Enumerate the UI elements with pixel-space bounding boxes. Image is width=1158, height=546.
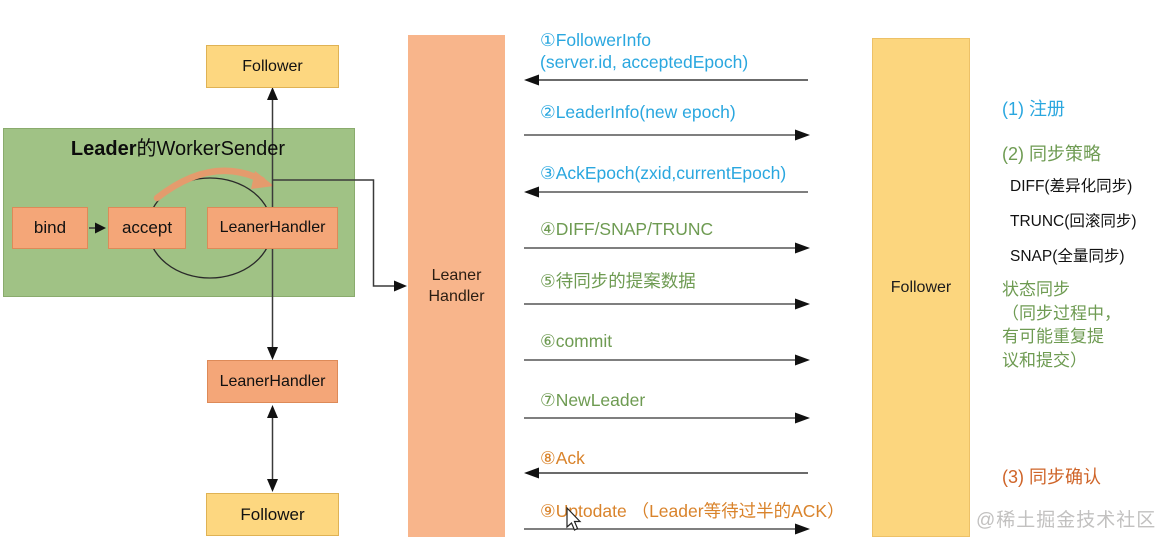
message-newleader: ⑦NewLeader xyxy=(540,390,646,410)
panel-title-rest: 的WorkerSender xyxy=(136,138,286,160)
panel-title: Leader的WorkerSender xyxy=(3,132,353,161)
note-state-line2: （同步过程中， xyxy=(1002,303,1121,323)
loop-arrow-icon xyxy=(153,167,266,202)
message-followerinfo: ①FollowerInfo (server.id, acceptedEpoch) xyxy=(540,29,748,73)
note-trunc-sync: TRUNC(回滚同步) xyxy=(1010,213,1137,230)
leaner-handler-column: Leaner Handler xyxy=(408,35,505,537)
message-ack: ⑧Ack xyxy=(540,448,585,468)
elbow-connector-line xyxy=(272,179,397,287)
note-diff-sync: DIFF(差异化同步) xyxy=(1010,178,1133,195)
message-diff-snap-trunc: ④DIFF/SNAP/TRUNC xyxy=(540,219,714,239)
message-label-line2: (server.id, acceptedEpoch) xyxy=(540,52,749,72)
message-uptodate: ⑨Uptodate （Leader等待过半的ACK） xyxy=(540,501,845,521)
message-ackepoch: ③AckEpoch(zxid,currentEpoch) xyxy=(540,163,787,183)
follower-bottom-box: Follower xyxy=(206,493,339,536)
note-state-line3: 有可能重复提 xyxy=(1002,327,1104,346)
panel-title-bold: Leader xyxy=(70,138,137,160)
arrowhead-up-icon xyxy=(267,87,278,100)
note-sync-confirm: (3) 同步确认 xyxy=(1002,467,1101,487)
leaner-handler-column-line2: Handler xyxy=(428,288,485,305)
arrowhead-down-icon xyxy=(267,347,278,360)
message-leaderinfo: ②LeaderInfo(new epoch) xyxy=(540,102,736,122)
message-commit: ⑥commit xyxy=(540,331,613,351)
arrowhead-up-icon xyxy=(267,405,278,418)
note-state-line1: 状态同步 xyxy=(1002,280,1070,299)
bind-box: bind xyxy=(12,207,88,249)
note-register: (1) 注册 xyxy=(1002,99,1065,119)
follower-column: Follower xyxy=(872,38,970,537)
follower-top-box: Follower xyxy=(206,45,339,88)
message-label: ①FollowerInfo xyxy=(540,30,652,50)
arrowhead-down-icon xyxy=(267,479,278,492)
note-sync-strategy: (2) 同步策略 xyxy=(1002,144,1101,164)
arrowhead-right-icon xyxy=(394,280,407,292)
leaner-handler-column-line1: Leaner xyxy=(431,267,482,284)
accept-box: accept xyxy=(108,207,186,249)
note-snap-sync: SNAP(全量同步) xyxy=(1010,248,1125,265)
watermark: @稀土掘金技术社区 xyxy=(976,510,1157,531)
arrowhead-right-icon xyxy=(95,222,106,234)
message-proposal-data: ⑤待同步的提案数据 xyxy=(540,271,696,291)
note-state-line4: 议和提交） xyxy=(1002,350,1087,370)
note-state-sync: 状态同步 （同步过程中， 有可能重复提 议和提交） xyxy=(1002,278,1121,372)
leaner-handler-box-1: LeanerHandler xyxy=(207,207,338,249)
leaner-handler-box-2: LeanerHandler xyxy=(207,360,338,403)
loop-arrowhead-icon xyxy=(251,171,274,189)
